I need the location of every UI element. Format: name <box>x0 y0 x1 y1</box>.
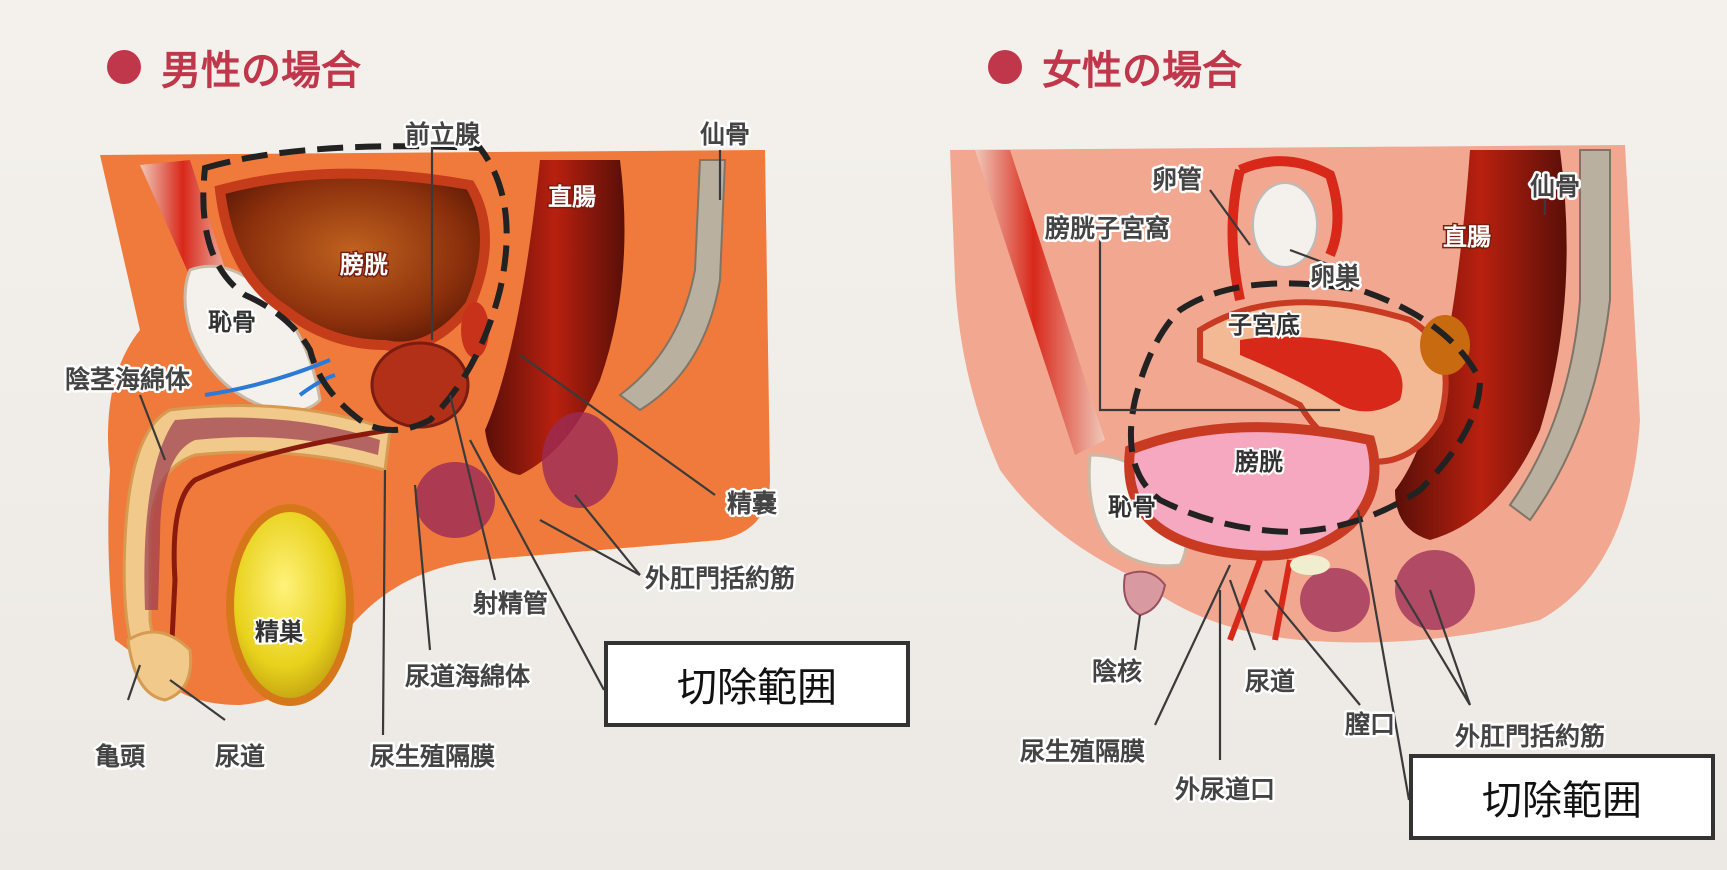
leader-urogenital-f <box>1154 564 1231 726</box>
label-penis-spongiosum: 陰茎海綿体 <box>65 365 191 394</box>
female-fallopian-tube <box>1227 156 1343 302</box>
leader-vaginal <box>1264 589 1361 706</box>
male-anal-sphincter-left <box>415 462 495 538</box>
label-rectum: 直腸 <box>548 183 596 211</box>
male-excision-label: 切除範囲 <box>677 665 837 711</box>
male-anal-sphincter-right <box>542 412 618 508</box>
leader-fallopian <box>1209 189 1251 246</box>
male-nerve-blue <box>204 358 336 397</box>
female-sacrum <box>1508 149 1611 522</box>
female-section-title: 女性の場合 <box>988 38 1242 96</box>
female-diagram: 卵管 膀胱子宮窩 卵巣 直腸 仙骨 子宮底 膀胱 恥骨 陰核 尿道 膣口 外肛門… <box>950 145 1640 807</box>
male-excision-outline <box>200 143 510 433</box>
label-clitoris: 陰核 <box>1092 657 1142 686</box>
female-sphincter-left <box>1300 568 1370 632</box>
male-glans <box>126 630 193 702</box>
leader-sphincter-2 <box>574 494 641 576</box>
male-sacrum <box>618 159 727 412</box>
male-bladder <box>214 168 490 352</box>
male-diagram: 前立腺 仙骨 直腸 膀胱 恥骨 陰茎海綿体 精嚢 外肛門括約筋 射精管 精巣 尿… <box>63 118 798 774</box>
label-testis: 精巣 <box>255 618 304 646</box>
label-pubic-bone-f: 恥骨 <box>1108 493 1156 521</box>
label-sacrum: 仙骨 <box>700 120 750 149</box>
label-urethra-f: 尿道 <box>1245 667 1295 696</box>
male-urethra-line <box>167 427 391 681</box>
label-uterine-fundus: 子宮底 <box>1228 311 1300 339</box>
female-uterus-cavity <box>1240 336 1403 412</box>
label-prostate: 前立腺 <box>405 120 481 149</box>
female-clitoris <box>1123 570 1167 617</box>
male-rectum <box>485 160 625 475</box>
leader-glans <box>126 664 142 701</box>
leader-seminal-vesicle <box>519 354 716 496</box>
leader-sphincter-f1 <box>1394 579 1471 706</box>
leader-vesicouterine <box>1098 240 1340 412</box>
female-excision-label-box: 切除範囲 <box>1409 754 1715 840</box>
leader-urethra-f <box>1228 579 1257 651</box>
label-fallopian-tube: 卵管 <box>1152 165 1202 194</box>
label-rectum-f: 直腸 <box>1443 223 1491 251</box>
label-sphincter-f: 外肛門括約筋 <box>1455 722 1605 751</box>
label-urogenital: 尿生殖隔膜 <box>370 742 495 771</box>
label-sphincter: 外肛門括約筋 <box>645 564 795 593</box>
female-perineal-fat <box>1290 555 1330 575</box>
leader-sphincter-1 <box>539 519 641 576</box>
female-abdominal-muscle <box>975 150 1105 455</box>
label-urogenital-f: 尿生殖隔膜 <box>1020 737 1145 766</box>
label-sacrum-f: 仙骨 <box>1530 172 1580 201</box>
male-excision-label-box: 切除範囲 <box>604 641 910 727</box>
label-seminal-vesicle: 精嚢 <box>727 489 777 518</box>
leader-urethral-spongiosum <box>413 484 432 651</box>
female-vagina-urethra <box>1227 558 1293 642</box>
male-section-title: 男性の場合 <box>107 38 361 96</box>
male-title-text: 男性の場合 <box>161 48 361 94</box>
leader-clitoris <box>1133 614 1142 651</box>
female-excision-outline <box>1127 280 1484 536</box>
label-bladder-f: 膀胱 <box>1234 448 1283 476</box>
label-vaginal-opening: 膣口 <box>1344 710 1395 739</box>
bullet-dot-icon <box>988 50 1022 84</box>
leader-urogenital <box>381 469 387 736</box>
bullet-dot-icon <box>107 50 141 84</box>
female-ovary <box>1252 182 1318 268</box>
label-pubic-bone: 恥骨 <box>208 308 256 336</box>
male-testis <box>226 504 354 706</box>
female-fat-pad <box>1420 315 1470 375</box>
female-excision-label: 切除範囲 <box>1482 778 1642 824</box>
leader-urethra <box>169 679 226 721</box>
female-sphincter-right <box>1395 550 1475 630</box>
label-glans: 亀頭 <box>95 742 146 771</box>
label-urethra: 尿道 <box>215 742 265 771</box>
label-bladder: 膀胱 <box>339 251 388 279</box>
female-rectum <box>1395 150 1567 540</box>
leader-ovary <box>1289 248 1331 267</box>
leader-excision-male <box>469 439 605 691</box>
label-urethral-spongiosum: 尿道海綿体 <box>405 662 531 691</box>
female-bladder <box>1124 422 1380 561</box>
leader-ejaculatory <box>448 394 497 581</box>
leader-sphincter-f2 <box>1428 589 1472 706</box>
label-vesicouterine-pouch: 膀胱子宮窩 <box>1044 214 1170 243</box>
label-urethral-orifice: 外尿道口 <box>1175 775 1275 804</box>
female-title-text: 女性の場合 <box>1042 48 1242 94</box>
label-ejaculatory-duct: 射精管 <box>472 589 548 618</box>
leader-excision-female <box>1356 509 1411 801</box>
leader-penis <box>138 394 167 461</box>
label-ovary: 卵巣 <box>1310 262 1361 291</box>
